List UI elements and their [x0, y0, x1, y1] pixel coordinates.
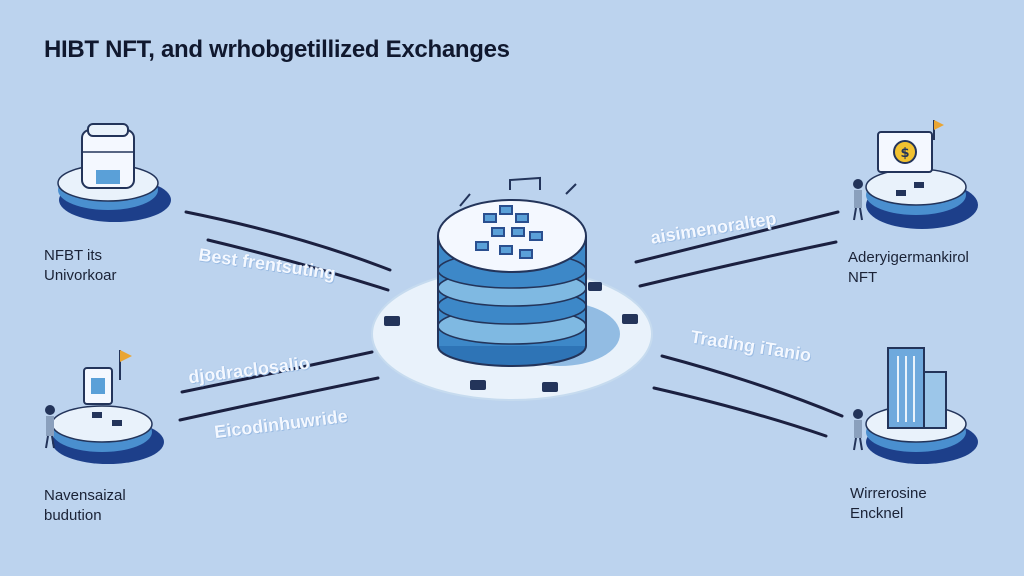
jar-icon	[81, 123, 135, 189]
line-bottom-right-1	[660, 354, 844, 418]
person-icon	[45, 405, 55, 449]
flag-device-icon	[83, 350, 132, 426]
device-icons	[384, 282, 638, 392]
node-bottom-left	[45, 350, 164, 464]
node-top-left	[57, 123, 171, 222]
label-bottom-right-line1: Wirrerosine	[850, 485, 927, 502]
line-bottom-left-1	[180, 350, 374, 394]
person-icon	[853, 409, 863, 451]
label-bottom-left: Navensaizal budution	[44, 486, 126, 526]
label-top-left-line1: NFBT its	[44, 247, 103, 264]
node-bottom-right	[853, 347, 978, 464]
svg-text:$: $	[900, 146, 909, 161]
center-hub	[371, 176, 653, 401]
label-bottom-left-line2: budution	[44, 507, 102, 524]
coin-monitor-icon: $	[877, 120, 944, 173]
line-bottom-left-2	[178, 376, 380, 422]
label-bottom-right-line2: Encknel	[850, 505, 904, 522]
connector-lines	[178, 210, 844, 438]
line-top-right-2	[638, 240, 838, 288]
label-top-right-line1: Aderyigermankirol	[848, 249, 969, 266]
server-stack-icon	[437, 176, 587, 367]
line-top-left-1	[184, 210, 392, 272]
label-bottom-right: Wirrerosine Encknel	[850, 484, 927, 524]
label-top-left-line2: Univorkoar	[44, 267, 117, 284]
building-icon	[887, 347, 947, 429]
line-top-left-2	[206, 238, 390, 292]
label-top-right: Aderyigermankirol NFT	[848, 248, 969, 288]
line-top-right-1	[634, 210, 840, 264]
label-top-left: NFBT its Univorkoar	[44, 246, 117, 286]
line-bottom-right-2	[652, 386, 828, 438]
label-top-right-line2: NFT	[848, 269, 878, 286]
page-title: HIBT NFT, and wrhobgetillized Exchanges	[44, 36, 510, 63]
person-icon	[853, 179, 863, 221]
node-top-right: $	[853, 120, 978, 229]
label-bottom-left-line1: Navensaizal	[44, 487, 126, 504]
